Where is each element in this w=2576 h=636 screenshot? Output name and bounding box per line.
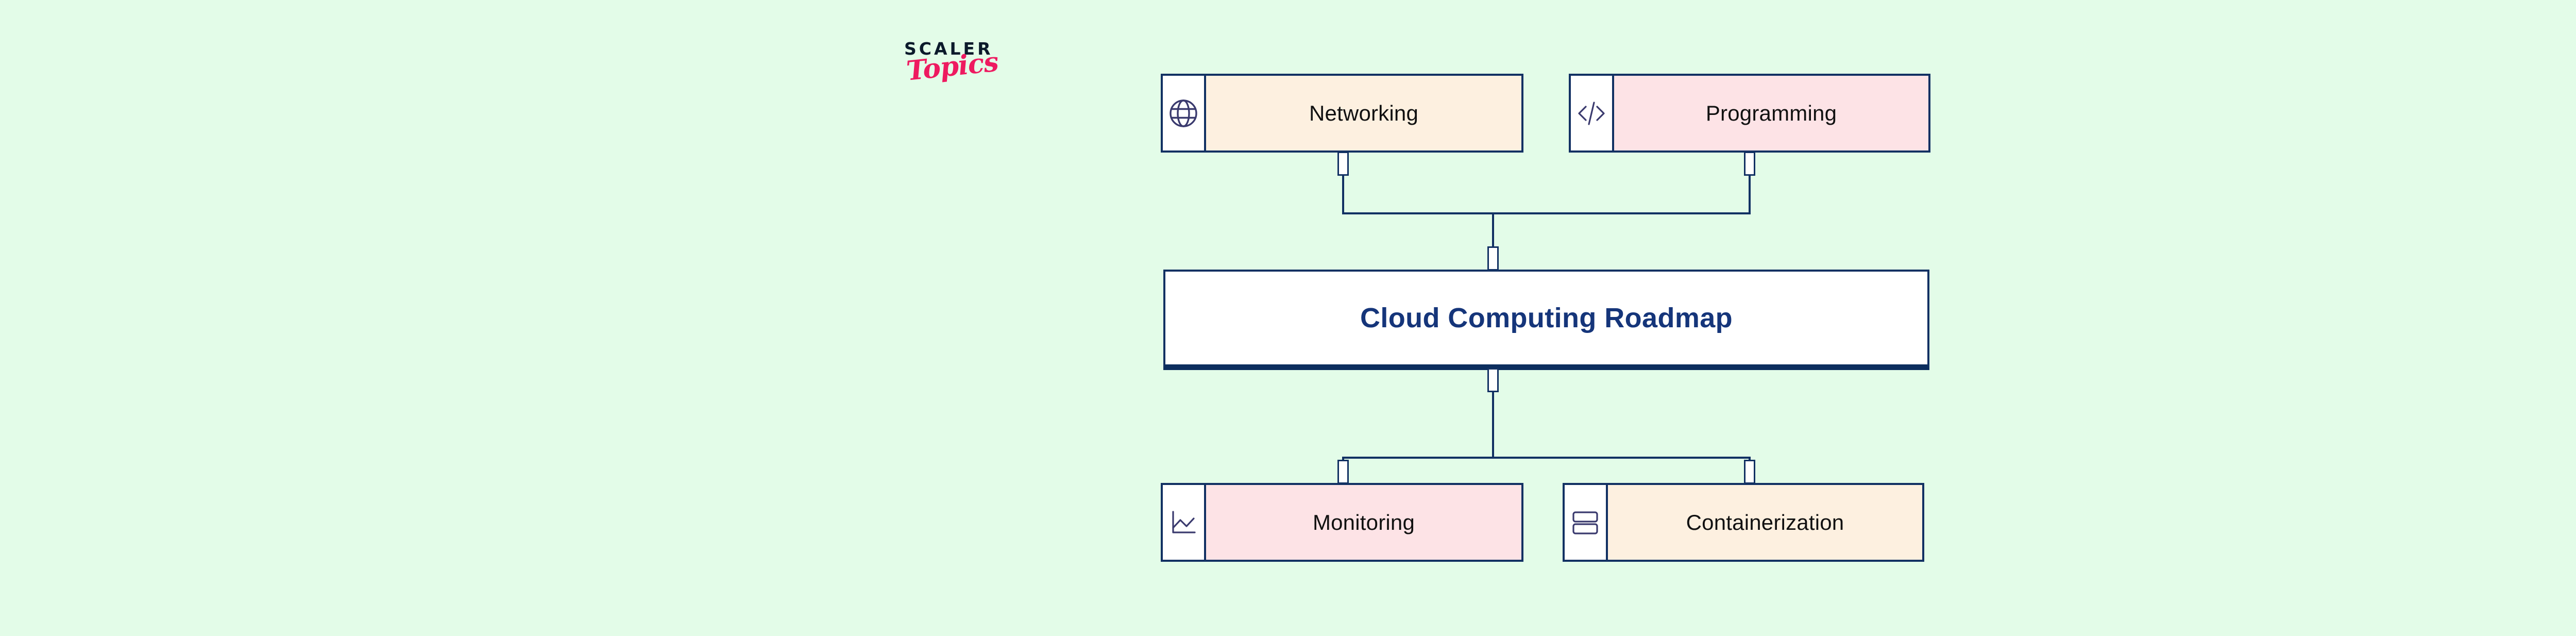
node-label-networking: Networking: [1206, 76, 1521, 150]
node-root-cloud-computing-roadmap[interactable]: Cloud Computing Roadmap: [1163, 270, 1929, 370]
connector-line-bottom-horizontal: [1342, 457, 1751, 459]
line-chart-icon: [1163, 485, 1206, 560]
connector-stub-root-bottom: [1487, 368, 1499, 392]
node-monitoring[interactable]: Monitoring: [1161, 483, 1523, 562]
code-brackets-icon: [1571, 76, 1614, 150]
connector-line-networking-vertical: [1342, 175, 1344, 214]
connector-stub-programming: [1744, 152, 1755, 176]
connector-stub-root-top: [1487, 246, 1499, 271]
node-label-monitoring: Monitoring: [1206, 485, 1521, 560]
node-programming[interactable]: Programming: [1569, 74, 1930, 153]
stacked-containers-icon: [1565, 485, 1608, 560]
node-label-root: Cloud Computing Roadmap: [1360, 303, 1733, 333]
connector-stub-monitoring: [1337, 460, 1349, 484]
node-networking[interactable]: Networking: [1161, 74, 1523, 153]
globe-icon: [1163, 76, 1206, 150]
connector-line-top-center-vertical: [1492, 212, 1494, 260]
connector-line-bottom-center-vertical: [1492, 392, 1494, 459]
connector-line-programming-vertical: [1749, 175, 1751, 214]
node-label-containerization: Containerization: [1608, 485, 1922, 560]
connector-line-top-horizontal: [1342, 212, 1751, 214]
connector-stub-containerization: [1744, 460, 1755, 484]
logo-wordmark-scaler: SCALER: [904, 39, 993, 59]
scaler-topics-logo: SCALER Topics: [904, 40, 1028, 102]
connector-stub-networking: [1337, 152, 1349, 176]
node-label-programming: Programming: [1614, 76, 1928, 150]
node-containerization[interactable]: Containerization: [1563, 483, 1924, 562]
